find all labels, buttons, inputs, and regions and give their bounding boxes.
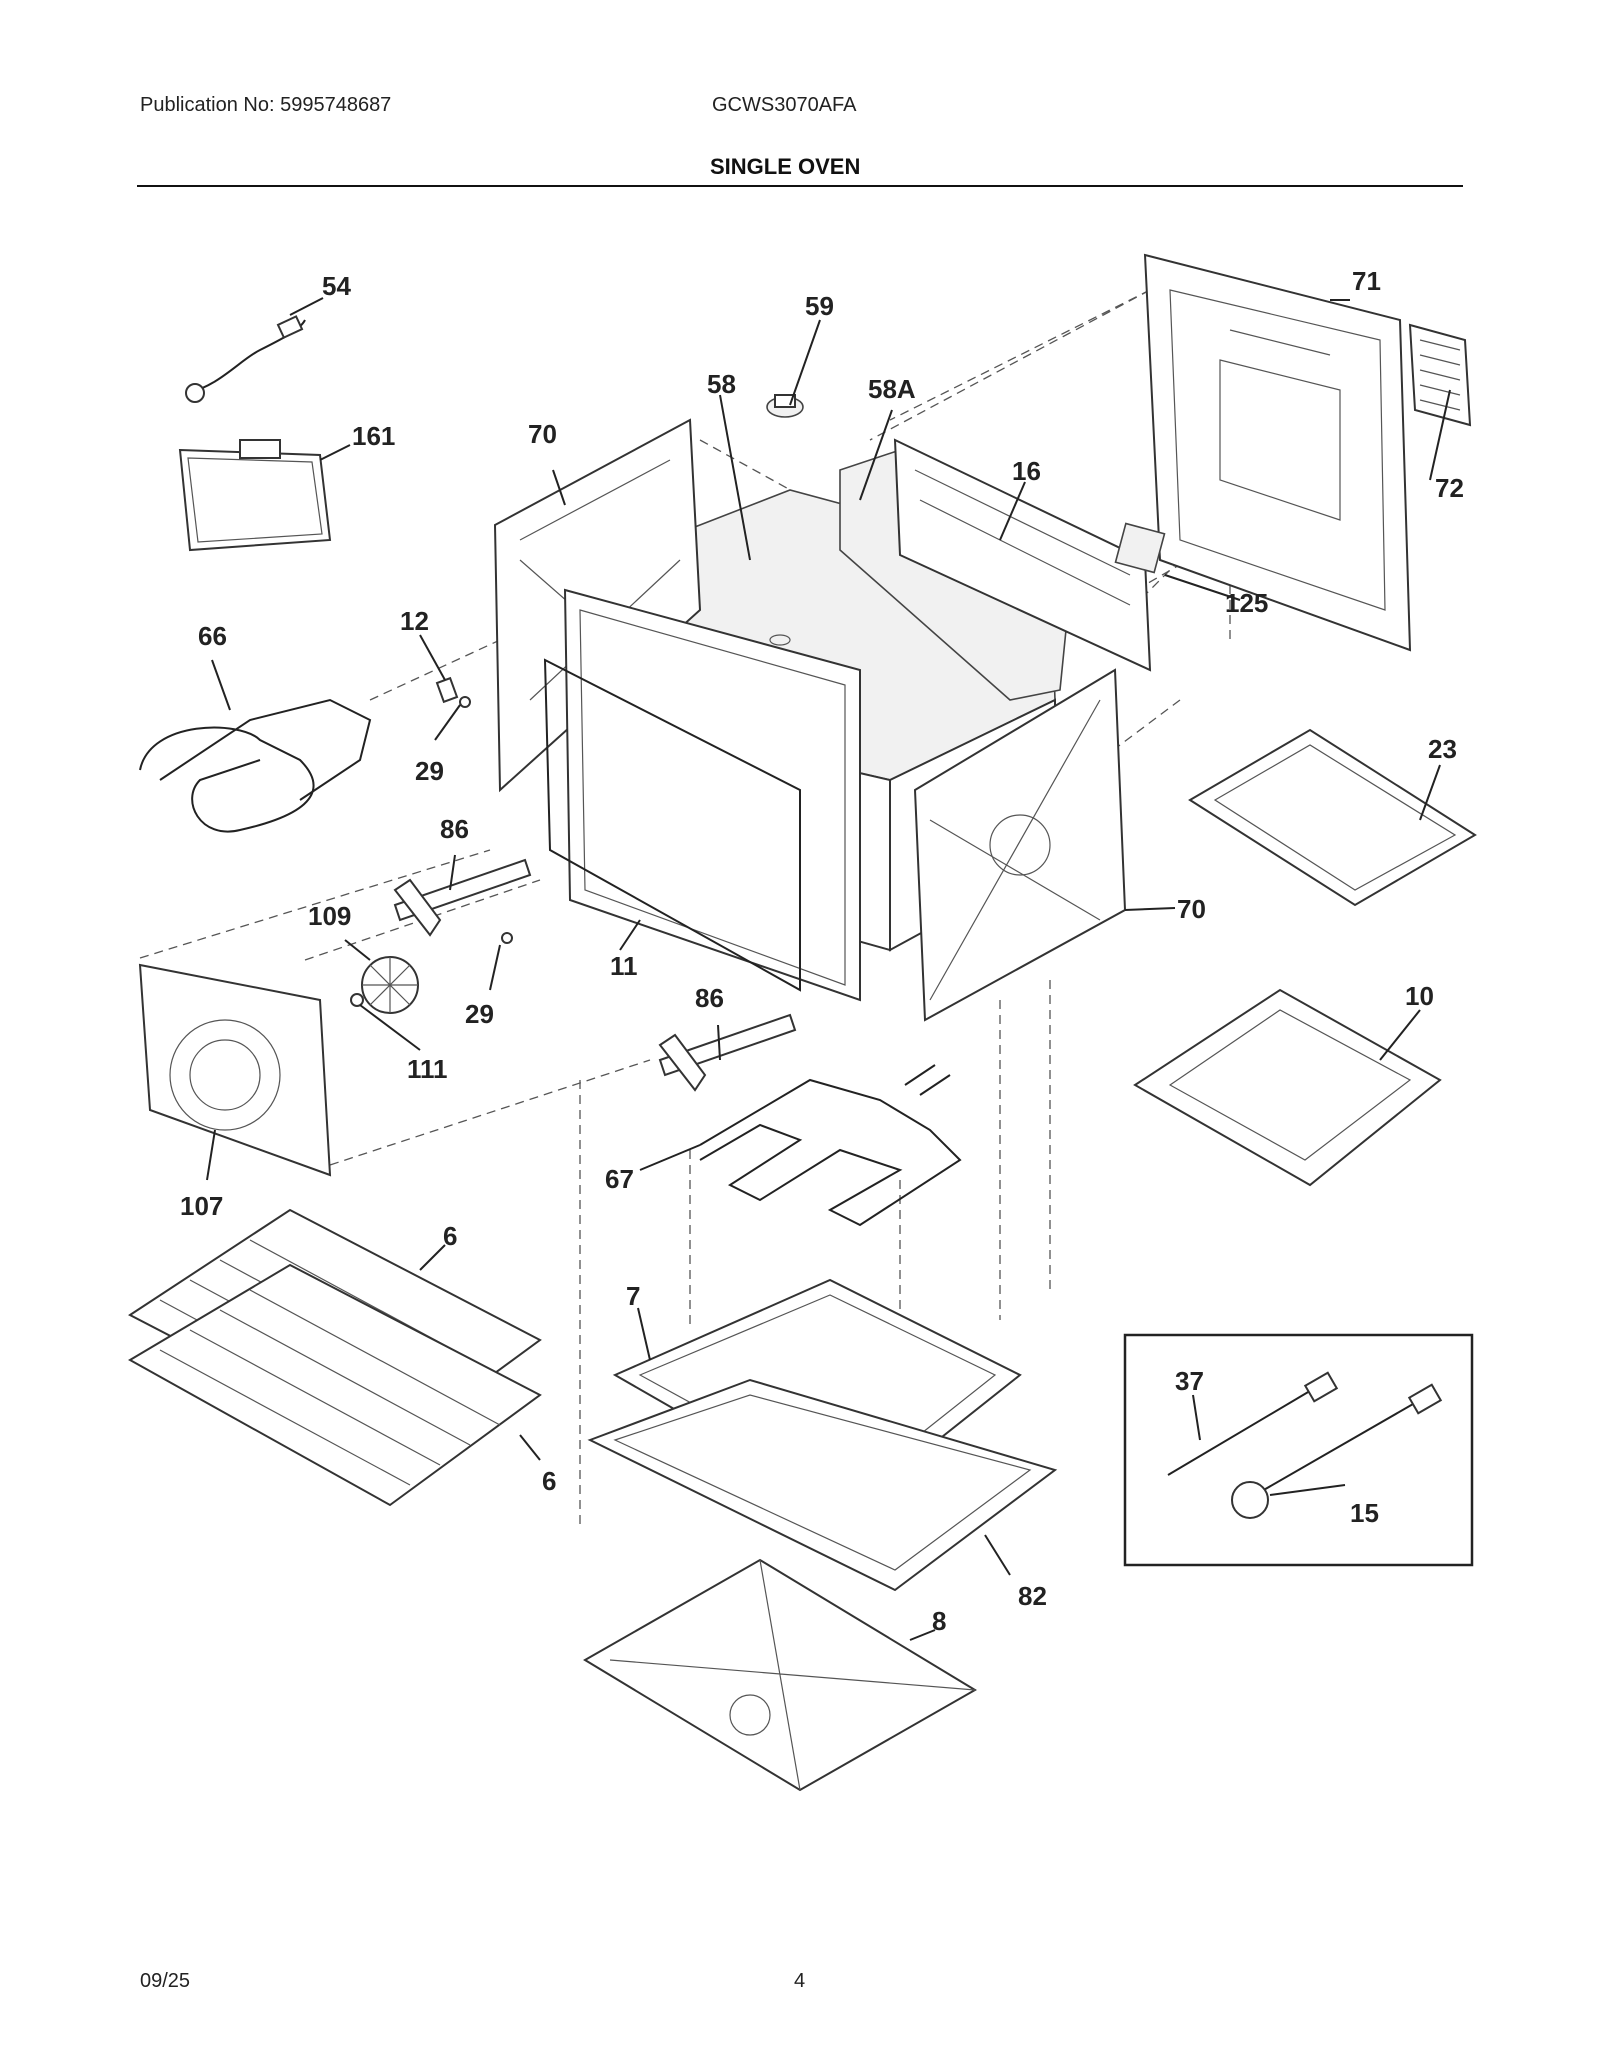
part-29-clip-lower: [501, 932, 513, 944]
callout-8: 8: [932, 1606, 946, 1636]
callout-10: 10: [1405, 981, 1434, 1011]
callout-107: 107: [180, 1191, 223, 1221]
callout-161: 161: [352, 421, 395, 451]
callout-6-lower: 6: [542, 1466, 556, 1496]
callout-6-upper: 6: [443, 1221, 457, 1251]
callout-59: 59: [805, 291, 834, 321]
part-107-convection-cover: [138, 963, 332, 1177]
model-number: GCWS3070AFA: [712, 94, 857, 116]
callout-125: 125: [1225, 588, 1268, 618]
part-82-lower-support: [587, 1378, 1058, 1592]
part-86-hinge-upper: [393, 858, 532, 937]
part-54-sensor-harness: [185, 315, 306, 403]
callout-58: 58: [707, 369, 736, 399]
part-16-side-bracket: [893, 438, 1152, 672]
part-67-bake-element: [699, 1064, 962, 1227]
callout-70-lower: 70: [1177, 894, 1206, 924]
part-29-clip-upper: [459, 696, 471, 708]
part-11-oven-gasket: [543, 658, 801, 992]
part-71-rear-panel: [1143, 253, 1412, 652]
callout-labels: 54 59 58 58A 71 72 161 70 16 125 12 66 2…: [180, 266, 1464, 1636]
callout-66: 66: [198, 621, 227, 651]
leader-lines: [206, 297, 1451, 1641]
part-125-thermal-switch: [1114, 522, 1166, 574]
callout-72: 72: [1435, 473, 1464, 503]
part-10-lower-panel: [1133, 988, 1442, 1187]
part-161-door-gasket: [178, 439, 332, 552]
part-72-vent-grille: [1408, 323, 1472, 427]
callout-29-lower: 29: [465, 999, 494, 1029]
footer-date: 09/25: [140, 1970, 191, 1992]
callout-54: 54: [322, 271, 351, 301]
callout-111: 111: [407, 1054, 448, 1084]
part-12-sensor: [435, 676, 459, 704]
callout-86-lower: 86: [695, 983, 724, 1013]
part-109-fan-blade: [361, 956, 419, 1014]
part-86-hinge-lower: [658, 1013, 797, 1092]
header-divider: [137, 185, 1463, 187]
callout-86-upper: 86: [440, 814, 469, 844]
part-59-vent-cap: [766, 394, 804, 418]
callout-7: 7: [626, 1281, 640, 1311]
callout-15: 15: [1350, 1498, 1379, 1528]
part-8-bottom-pan: [583, 1558, 977, 1792]
callout-109: 109: [308, 901, 351, 931]
callout-37: 37: [1175, 1366, 1204, 1396]
callout-11: 11: [610, 951, 638, 981]
callout-12: 12: [400, 606, 429, 636]
part-111-nut: [350, 993, 364, 1007]
inset-sensor-box: [1123, 1333, 1474, 1567]
callout-67: 67: [605, 1164, 634, 1194]
publication-number: Publication No: 5995748687: [140, 94, 392, 116]
callout-82: 82: [1018, 1581, 1047, 1611]
callout-70-upper: 70: [528, 419, 557, 449]
callout-58a: 58A: [868, 374, 916, 404]
callout-23: 23: [1428, 734, 1457, 764]
callout-71: 71: [1352, 266, 1381, 296]
part-6-oven-rack-lower: [127, 1263, 542, 1507]
front-frame: [563, 588, 861, 1002]
callout-16: 16: [1012, 456, 1041, 486]
page-number: 4: [794, 1970, 806, 1992]
part-66-broil-element: [139, 698, 372, 833]
page-title: SINGLE OVEN: [710, 154, 861, 179]
part-23-tray: [1188, 728, 1477, 907]
callout-29-upper: 29: [415, 756, 444, 786]
